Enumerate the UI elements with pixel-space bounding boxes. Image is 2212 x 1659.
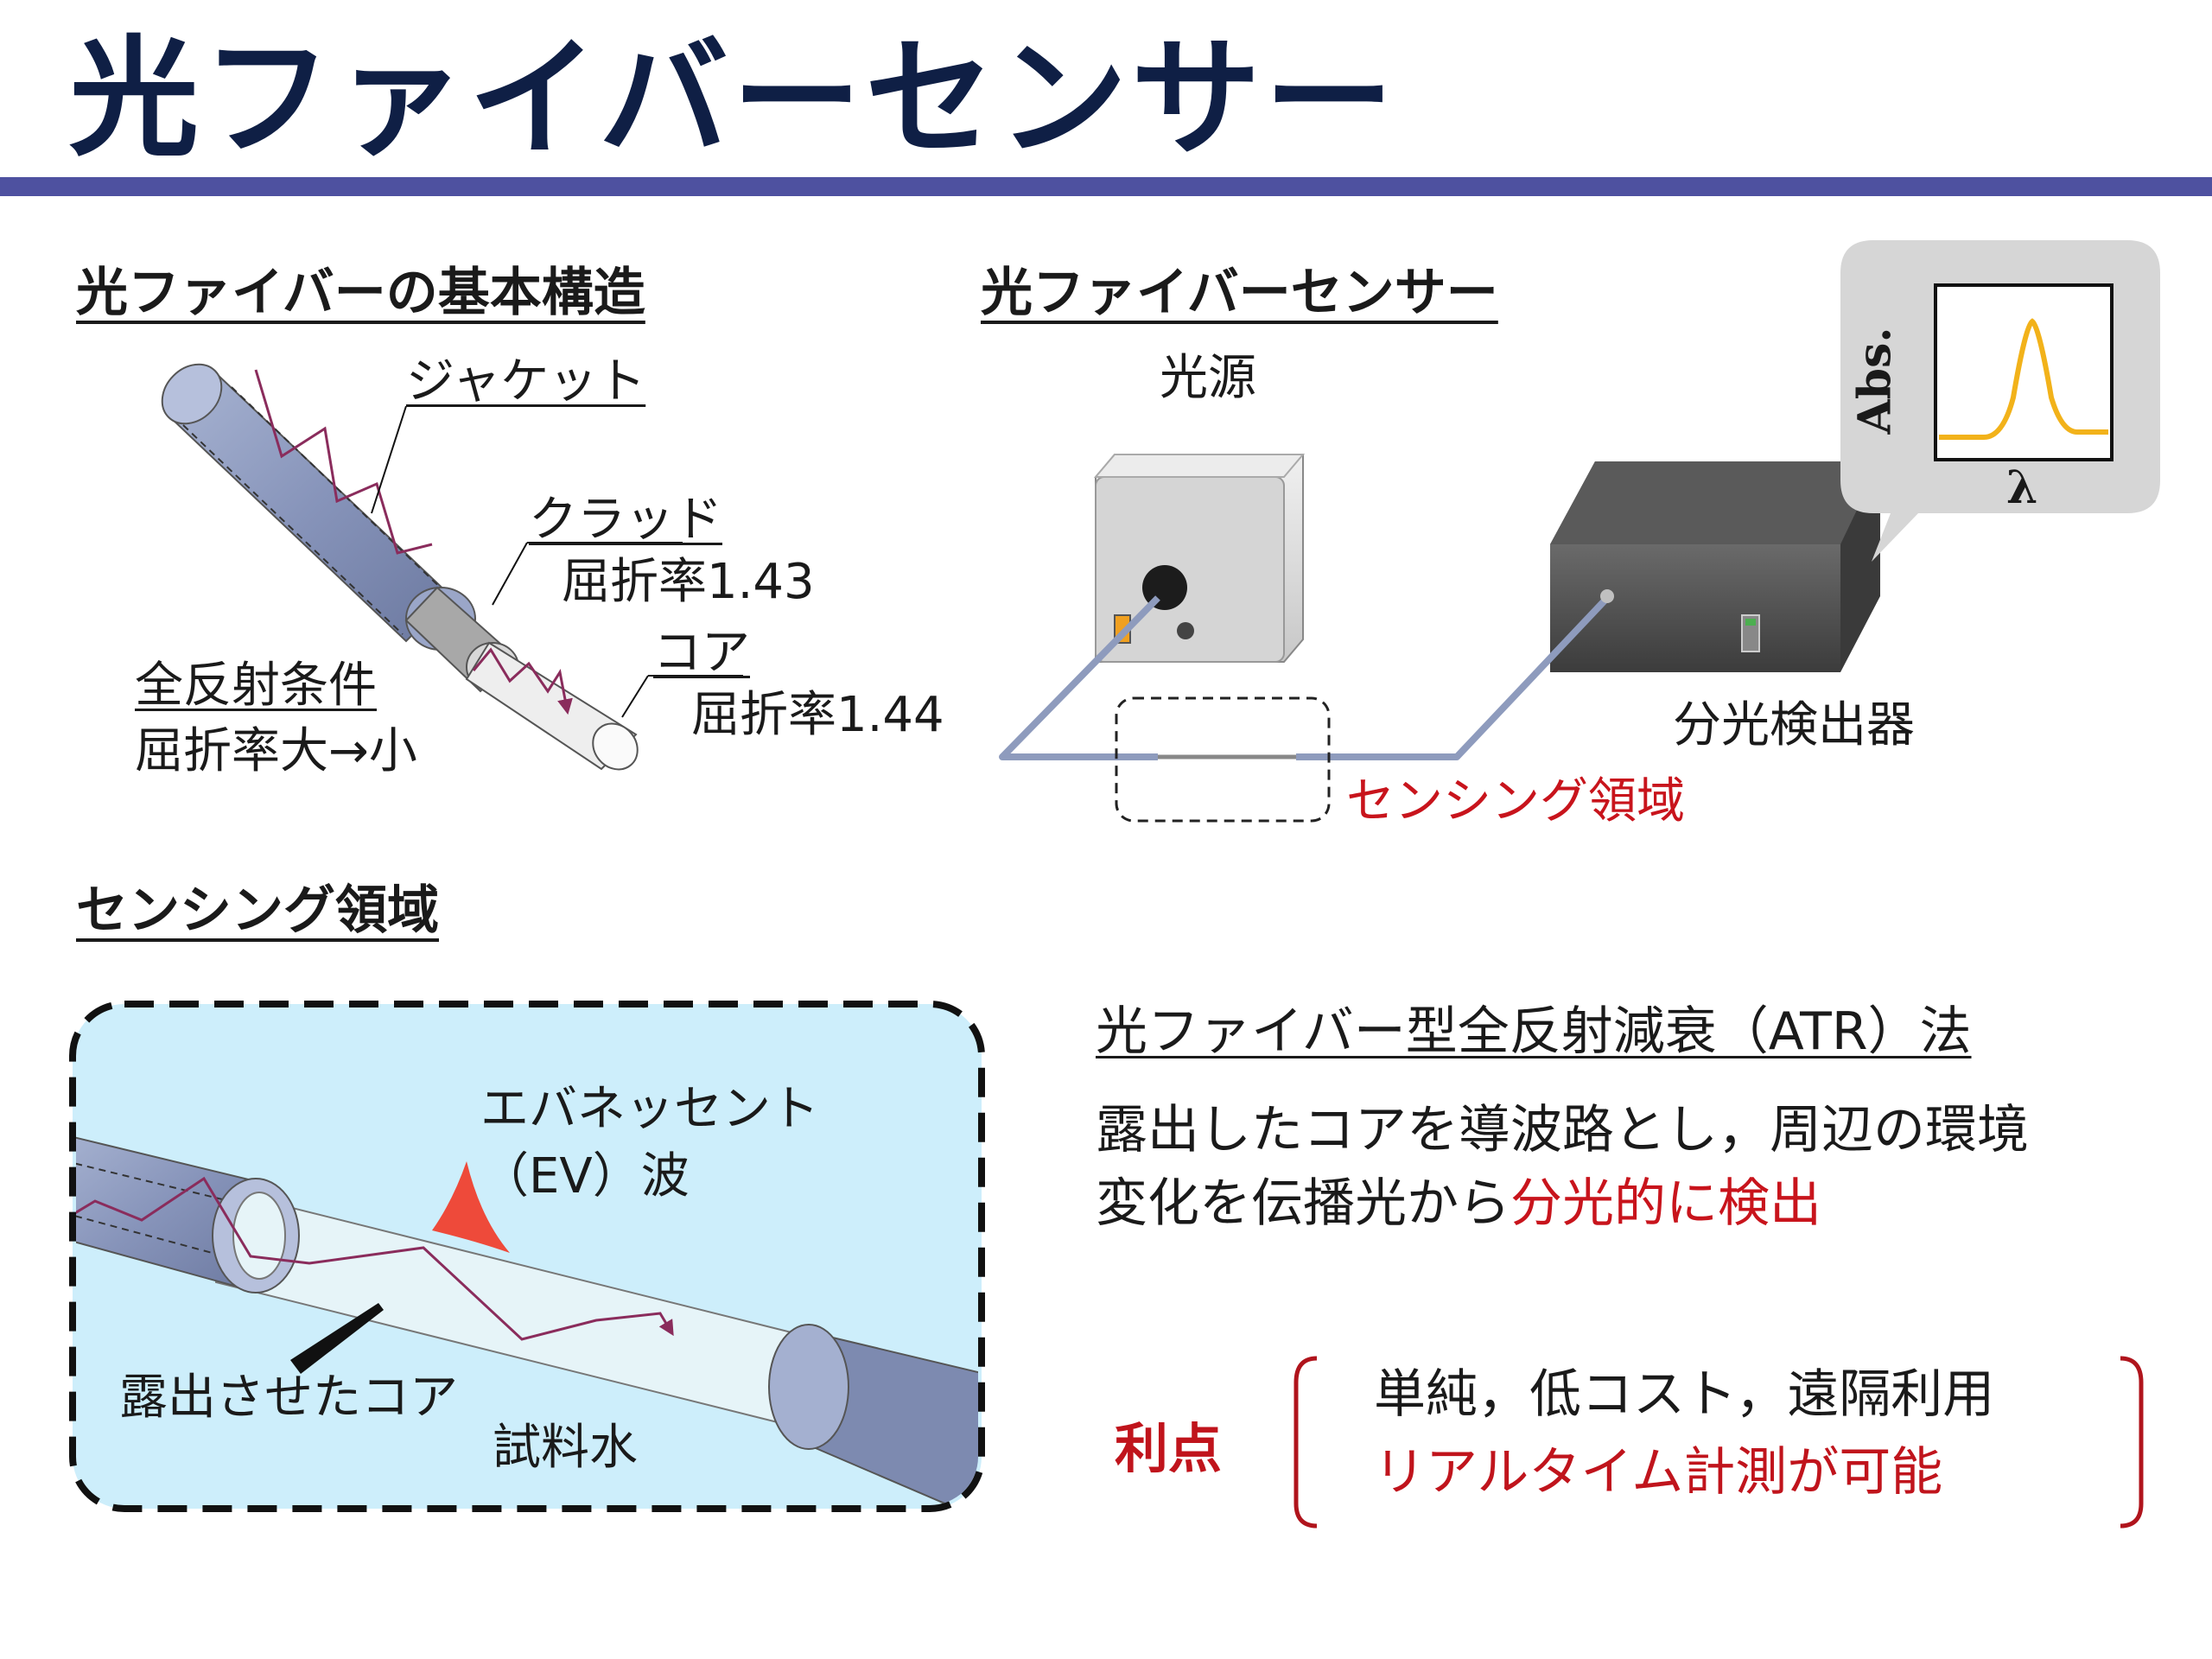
- evanescent-label-line2: （EV）波: [480, 1148, 690, 1205]
- sensing-detail-diagram: [69, 1001, 985, 1512]
- jacket-end: [161, 363, 223, 425]
- light-path-jacket: [254, 369, 433, 555]
- core-label: コア: [653, 625, 750, 681]
- sensor-heading: 光ファイバーセンサー: [981, 263, 1498, 323]
- sensing-region-box: [1115, 696, 1331, 823]
- light-path-sensing: [76, 1176, 674, 1341]
- structure-heading: 光ファイバーの基本構造: [76, 263, 645, 323]
- right-jacket-end: [768, 1324, 849, 1450]
- core-index-label: 屈折率1.44: [691, 687, 944, 743]
- method-heading: 光ファイバー型全反射減衰（ATR）法: [1096, 1001, 1972, 1062]
- sensing-region-label: センシング領域: [1346, 773, 1685, 830]
- advantages-label: 利点: [1115, 1417, 1223, 1480]
- exposed-core-label: 露出させたコア: [119, 1370, 458, 1426]
- spectrum-y-label: Abs.: [1848, 326, 1902, 435]
- fiber-structure-diagram: [161, 363, 743, 771]
- advantages-line-2: リアルタイム計測が可能: [1374, 1442, 1943, 1503]
- spectrum-peak: [1939, 318, 2108, 440]
- method-line-1: 露出したコアを導波路とし，周辺の環境: [1096, 1100, 2029, 1160]
- evanescent-label-line1: エバネッセント: [480, 1081, 819, 1137]
- spectrum-y-axis: Abs.: [1840, 326, 1910, 435]
- advantages-bracket: [1294, 1356, 2144, 1529]
- light-source-label: 光源: [1160, 350, 1256, 406]
- advantages-line-1: 単純，低コスト，遠隔利用: [1374, 1364, 1995, 1425]
- method-line-2: 変化を伝播光から分光的に検出: [1096, 1167, 2029, 1241]
- fiber-cable: [999, 595, 1160, 760]
- evanescent-wave-icon: [432, 1161, 510, 1253]
- light-path-core: [472, 647, 573, 715]
- method-line-2-plain: 変化を伝播光から: [1096, 1173, 1510, 1235]
- sensing-heading: センシング領域: [76, 880, 439, 941]
- sample-water-label: 試料水: [493, 1420, 638, 1476]
- sensor-system-diagram: [999, 240, 2160, 823]
- condition-label: 全反射条件: [135, 658, 377, 714]
- condition-detail: 屈折率大→小: [135, 723, 417, 779]
- clad-label: クラッド: [529, 492, 722, 548]
- core-end: [592, 722, 639, 771]
- page-title: 光ファイバーセンサー: [69, 24, 1398, 175]
- exposed-core-pointer: [290, 1303, 384, 1374]
- spectrum-x-label: λ: [2006, 461, 2038, 514]
- detector-label: 分光検出器: [1673, 697, 1915, 753]
- clad-index-label: 屈折率1.43: [562, 554, 815, 610]
- method-line-2-highlight: 分光的に検出: [1510, 1173, 1821, 1235]
- method-description: 露出したコアを導波路とし，周辺の環境 変化を伝播光から分光的に検出: [1096, 1094, 2029, 1241]
- jacket-label: ジャケット: [406, 353, 646, 410]
- title-underline-bar: [0, 177, 2212, 196]
